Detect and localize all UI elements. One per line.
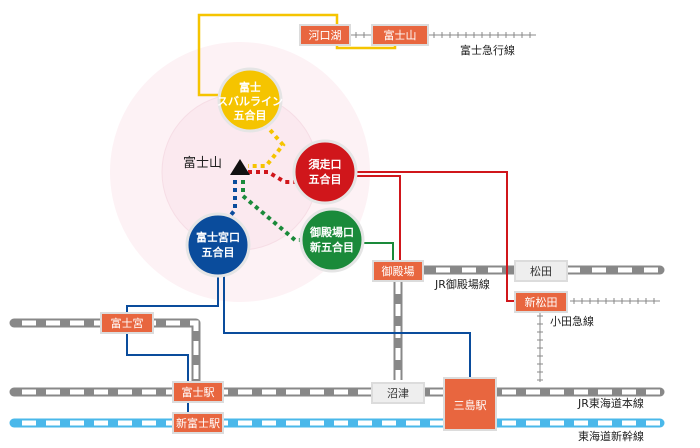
trailhead-subaru[interactable]: 富士 スバルライン 五合目 — [217, 67, 283, 133]
trailhead-gotemba[interactable]: 御殿場口 新五合目 — [299, 207, 365, 273]
station-fujisan[interactable]: 富士山 — [371, 24, 429, 46]
mountain-summit-icon — [230, 159, 250, 175]
svg-text:三島駅: 三島駅 — [454, 398, 487, 412]
jr-tokaido-line-label: JR東海道本線 — [577, 396, 644, 410]
tokaido-shinkansen-line-label: 東海道新幹線 — [578, 429, 644, 443]
trail-blue — [228, 180, 237, 218]
jr-gotemba-line-label: JR御殿場線 — [434, 277, 490, 291]
svg-text:富士: 富士 — [239, 80, 261, 94]
red-bus-route-matsuda — [355, 171, 518, 302]
trailhead-subashiri[interactable]: 須走口 五合目 — [292, 139, 358, 205]
green-bus-route — [363, 242, 394, 262]
trailhead-fujinomiya[interactable]: 富士宮口 五合目 — [185, 212, 251, 278]
svg-text:富士宮: 富士宮 — [111, 316, 144, 330]
svg-text:五合目: 五合目 — [309, 172, 342, 186]
svg-text:富士山: 富士山 — [384, 28, 417, 42]
trail-yellow — [248, 122, 286, 168]
svg-text:五合目: 五合目 — [234, 108, 267, 122]
svg-text:新富士駅: 新富士駅 — [176, 416, 220, 430]
jr-minobu-line — [9, 318, 201, 395]
svg-text:スバルライン: スバルライン — [217, 95, 283, 108]
svg-text:富士宮口: 富士宮口 — [196, 230, 240, 244]
station-fuji[interactable]: 富士駅 — [172, 381, 224, 403]
station-shinfuji[interactable]: 新富士駅 — [172, 412, 224, 434]
station-gotemba[interactable]: 御殿場 — [372, 260, 424, 282]
station-kawaguchiko[interactable]: 河口湖 — [299, 24, 351, 46]
svg-text:須走口: 須走口 — [308, 157, 342, 171]
station-matsuda[interactable]: 松田 — [514, 260, 568, 282]
svg-text:松田: 松田 — [530, 264, 552, 278]
svg-text:河口湖: 河口湖 — [309, 29, 342, 42]
station-fujinomiya[interactable]: 富士宮 — [100, 312, 154, 334]
svg-text:御殿場: 御殿場 — [382, 264, 415, 278]
blue-bus-route-mishima — [223, 270, 471, 378]
svg-text:沼津: 沼津 — [387, 386, 409, 400]
svg-text:新五合目: 新五合目 — [310, 240, 354, 254]
odakyu-line-label: 小田急線 — [550, 314, 594, 328]
red-bus-route-gotemba — [355, 175, 401, 262]
trail-red — [248, 170, 296, 184]
svg-text:五合目: 五合目 — [202, 245, 235, 259]
mountain-label: 富士山 — [183, 155, 222, 171]
svg-text:御殿場口: 御殿場口 — [309, 225, 354, 239]
odakyu-line — [537, 298, 660, 382]
svg-text:富士駅: 富士駅 — [182, 385, 215, 399]
svg-text:新松田: 新松田 — [525, 295, 558, 309]
fujikyu-line-label: 富士急行線 — [460, 43, 515, 57]
fujikyu-line — [350, 32, 536, 38]
station-mishima[interactable]: 三島駅 — [443, 377, 497, 431]
station-numazu[interactable]: 沼津 — [371, 382, 425, 404]
station-shinmatsuda[interactable]: 新松田 — [514, 291, 568, 313]
yellow-bus-route — [197, 13, 397, 97]
trail-green — [241, 180, 302, 242]
